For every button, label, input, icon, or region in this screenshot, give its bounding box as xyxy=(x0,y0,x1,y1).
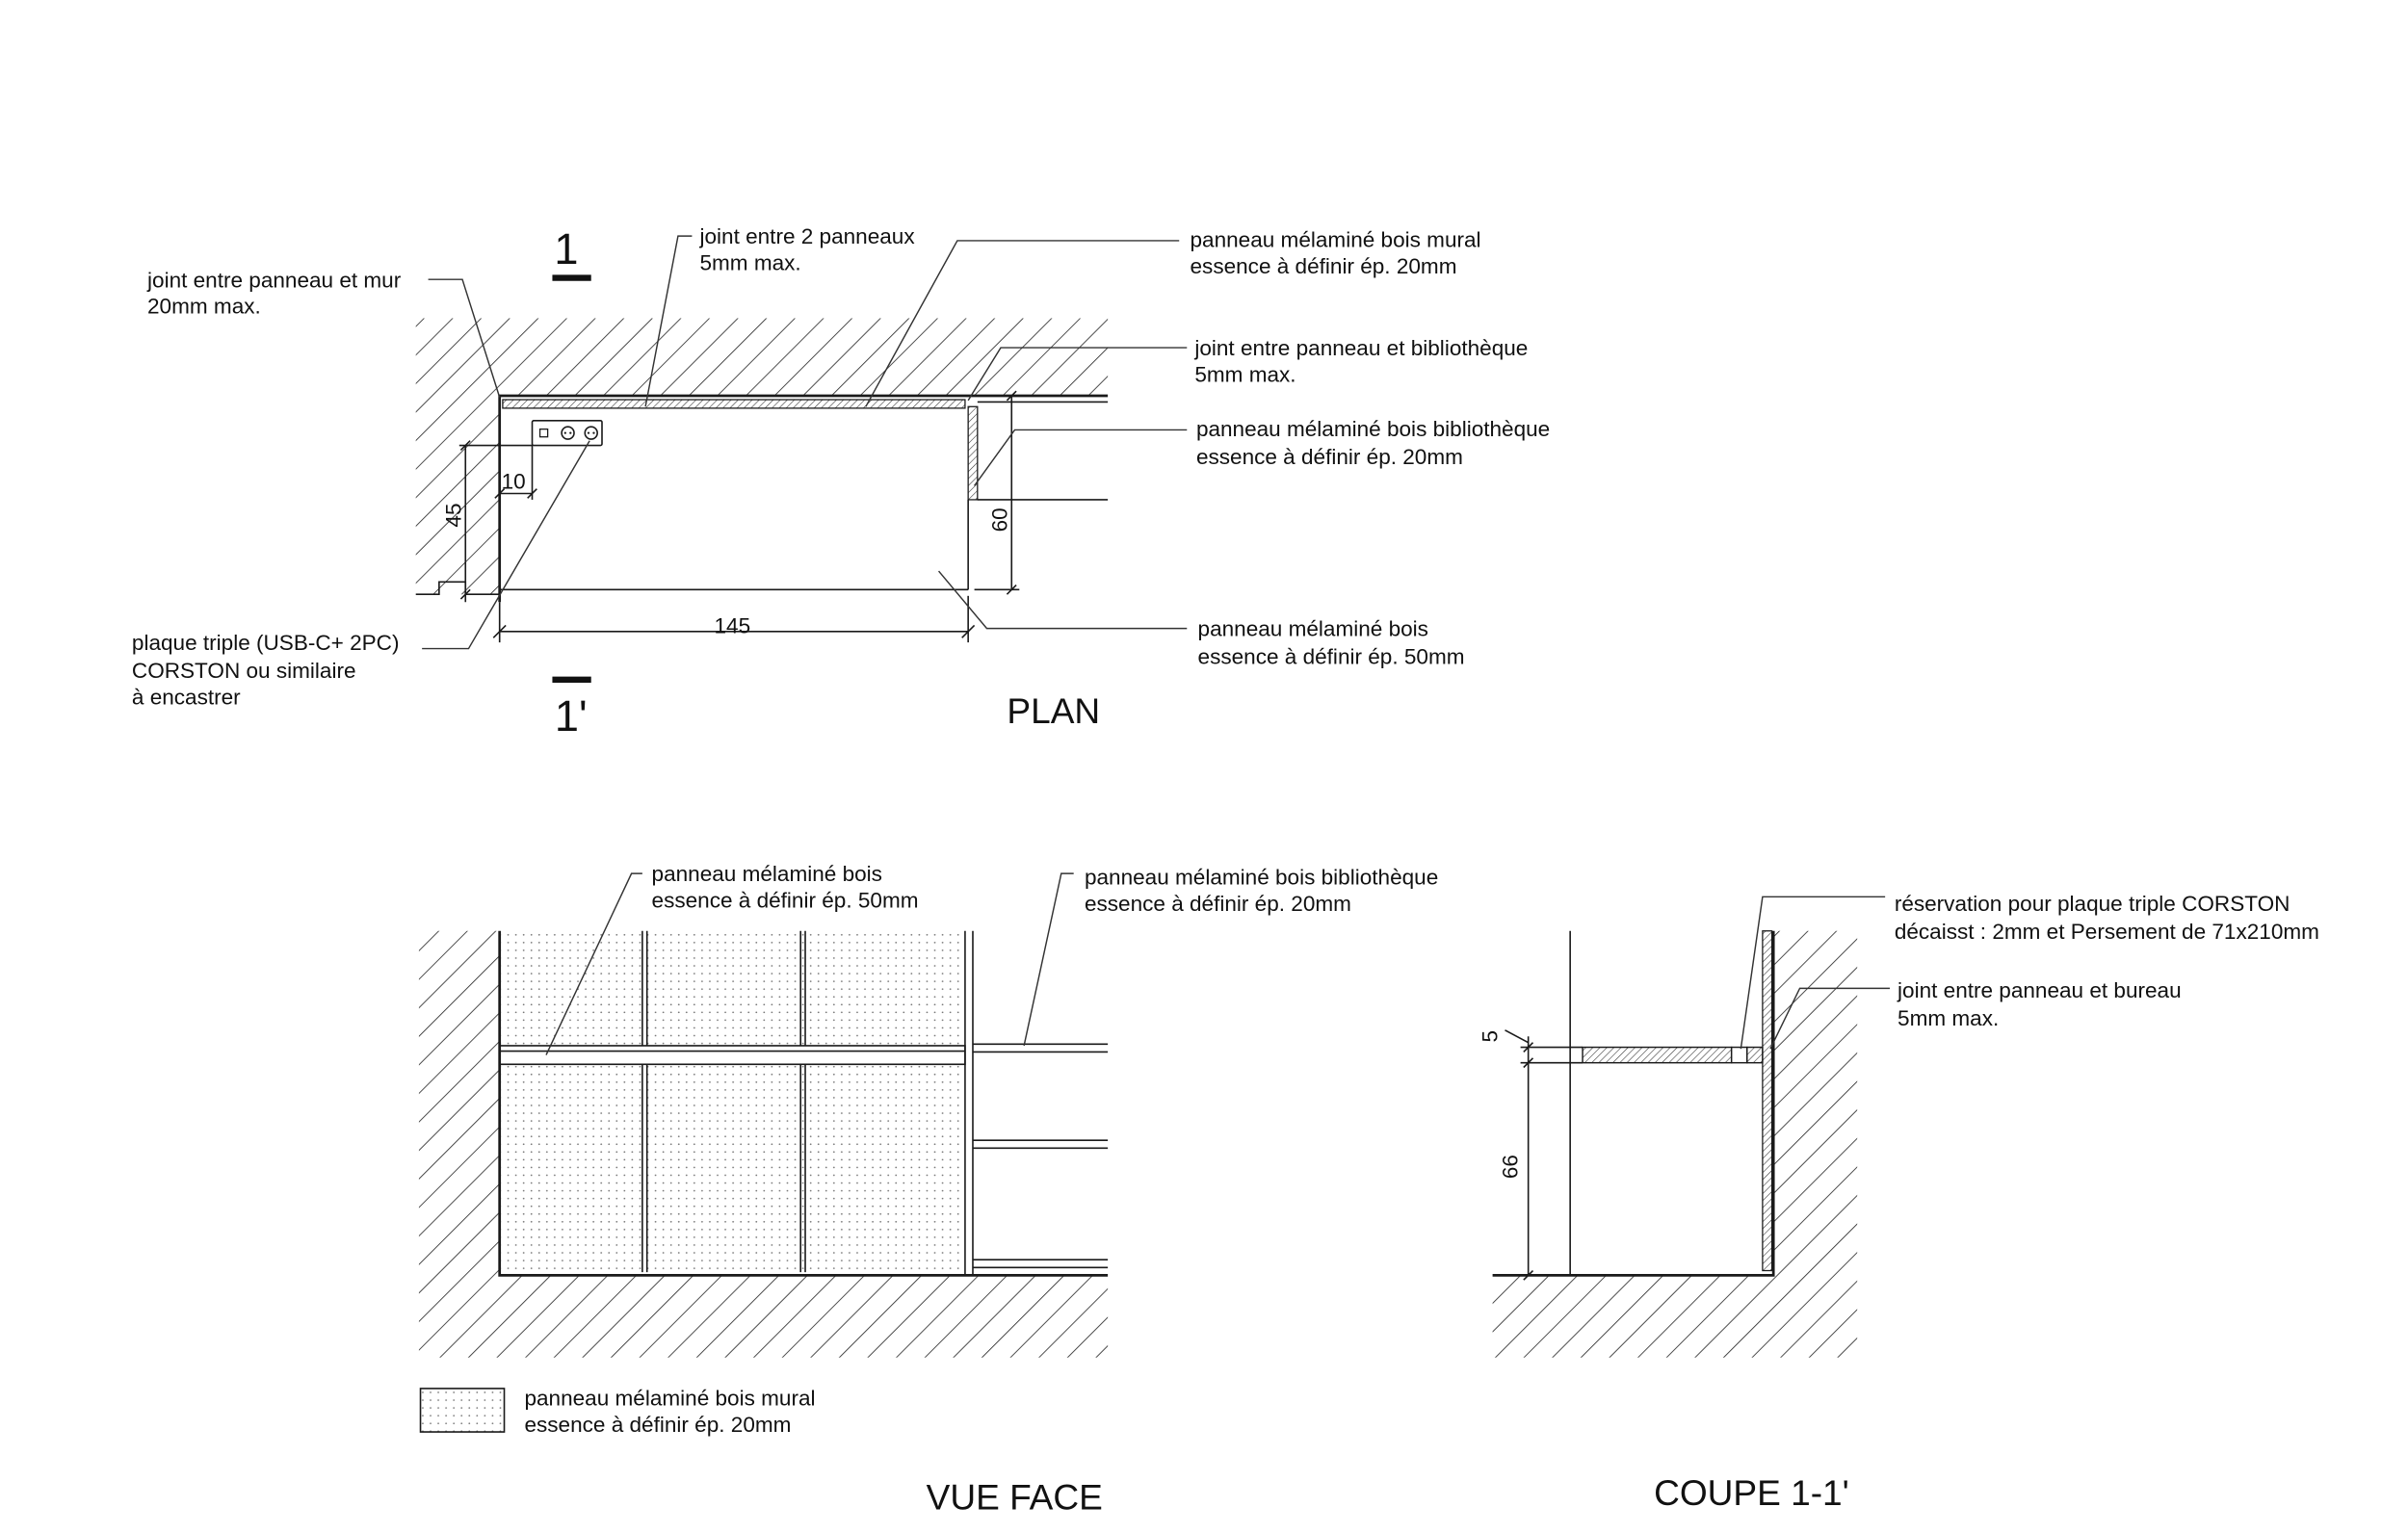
annotation-line: réservation pour plaque triple CORSTON xyxy=(1895,892,2290,916)
annotation-line: panneau mélaminé bois xyxy=(652,862,882,886)
plan-view: 10 45 145 60 1 xyxy=(132,224,1550,741)
annotation-line: panneau mélaminé bois bibliothèque xyxy=(1196,417,1550,441)
annotation-line: 5mm max. xyxy=(699,251,800,275)
dim-label: 5 xyxy=(1478,1030,1502,1043)
annotation-line: CORSTON ou similaire xyxy=(132,659,356,683)
power-socket-icon xyxy=(561,426,575,440)
view-title-coupe: COUPE 1-1' xyxy=(1654,1472,1849,1513)
front-bibliotheque-shelves xyxy=(972,1043,1109,1269)
annotation-plaque-triple: plaque triple (USB-C+ 2PC) CORSTON ou si… xyxy=(132,440,590,710)
section-dim-desk-thickness: 5 xyxy=(1478,1029,1584,1064)
view-title-plan: PLAN xyxy=(1007,690,1100,731)
annotation-line: à encastrer xyxy=(132,686,241,710)
section-wall-face xyxy=(1492,930,1775,1277)
dim-label: 60 xyxy=(987,507,1011,532)
annotation-line: essence à définir ép. 50mm xyxy=(652,889,919,913)
annotation-joint-bureau: joint entre panneau et bureau 5mm max. xyxy=(1769,978,2182,1050)
section-view: 5 66 réservation pour plaque triple CORS… xyxy=(1478,892,2318,1513)
front-panel-joints xyxy=(641,930,974,1276)
dim-label: 45 xyxy=(441,503,465,527)
plan-dim-desk-depth: 60 xyxy=(974,390,1020,595)
annotation-line: joint entre panneau et bibliothèque xyxy=(1193,336,1528,360)
annotation-line: décaisst : 2mm et Persement de 71x210mm xyxy=(1895,920,2319,944)
section-marker-label: 1' xyxy=(555,691,588,741)
annotation-joint-mur: joint entre panneau et mur 20mm max. xyxy=(146,268,501,398)
annotation-line: 5mm max. xyxy=(1194,363,1296,387)
section-desk-panel-end xyxy=(1746,1046,1764,1064)
annotation-panneau-bibliotheque: panneau mélaminé bois bibliothèque essen… xyxy=(974,417,1550,486)
plaque-outline xyxy=(531,419,603,447)
annotation-panneau-mural: panneau mélaminé bois mural essence à dé… xyxy=(865,227,1481,407)
plan-plaque-triple xyxy=(531,419,603,447)
front-view: panneau mélaminé bois essence à définir … xyxy=(418,862,1438,1518)
legend-swatch xyxy=(419,1388,506,1433)
annotation-joint-bibliotheque: joint entre panneau et bibliothèque 5mm … xyxy=(967,336,1528,402)
power-socket-icon xyxy=(584,426,598,440)
front-panneau-mural-upper xyxy=(501,930,965,1046)
annotation-line: 5mm max. xyxy=(1898,1006,1999,1030)
dim-label: 145 xyxy=(714,613,750,637)
view-title-vue-face: VUE FACE xyxy=(927,1477,1103,1518)
section-wall-floor-hatch xyxy=(1492,930,1858,1358)
section-marker-label: 1 xyxy=(554,224,578,273)
annotation-line: panneau mélaminé bois bibliothèque xyxy=(1085,865,1438,889)
annotation-front-panneau-bibliotheque: panneau mélaminé bois bibliothèque essen… xyxy=(1023,865,1438,1047)
plan-dim-desk-length: 145 xyxy=(492,595,976,643)
annotation-line: panneau mélaminé bois mural xyxy=(1191,227,1481,251)
annotation-line: panneau mélaminé bois xyxy=(1198,617,1428,641)
annotation-line: essence à définir ép. 20mm xyxy=(1196,445,1463,469)
annotation-line: plaque triple (USB-C+ 2PC) xyxy=(132,631,400,655)
legend-label: panneau mélaminé bois mural xyxy=(524,1387,815,1411)
section-marker-bottom: 1' xyxy=(552,676,591,741)
section-plaque-reservation xyxy=(1730,1046,1748,1064)
front-desk-edge xyxy=(498,1045,966,1066)
plan-wall-base-step xyxy=(415,581,500,596)
annotation-joint-panneaux: joint entre 2 panneaux 5mm max. xyxy=(644,224,915,407)
legend: panneau mélaminé bois mural essence à dé… xyxy=(419,1387,816,1437)
annotation-panneau-bureau: panneau mélaminé bois essence à définir … xyxy=(937,570,1465,669)
section-panneau-mural xyxy=(1762,930,1773,1272)
plan-wall-hatch xyxy=(415,318,1109,595)
annotation-line: joint entre panneau et bureau xyxy=(1897,978,2182,1002)
annotation-line: essence à définir ép. 20mm xyxy=(1191,254,1457,278)
section-desk-panel xyxy=(1582,1046,1733,1064)
section-dim-desk-height: 66 xyxy=(1498,1057,1534,1281)
legend-label: essence à définir ép. 20mm xyxy=(524,1413,791,1437)
plan-panneau-mural xyxy=(502,399,966,409)
section-marker-top: 1 xyxy=(552,224,591,281)
annotation-line: joint entre panneau et mur xyxy=(146,268,402,292)
annotation-line: essence à définir ép. 50mm xyxy=(1198,645,1465,669)
front-panneau-mural-lower xyxy=(501,1064,965,1273)
annotation-front-panneau-bureau: panneau mélaminé bois essence à définir … xyxy=(545,862,919,1055)
plan-panneau-bibliotheque xyxy=(967,405,979,501)
plan-dim-plaque-height: 45 xyxy=(441,440,533,603)
dim-label: 10 xyxy=(502,470,526,494)
usb-c-port-icon xyxy=(538,429,549,438)
annotation-reservation: réservation pour plaque triple CORSTON d… xyxy=(1740,892,2319,1050)
section-desk xyxy=(1582,1046,1764,1064)
front-wall-floor-hatch xyxy=(418,930,1109,1358)
annotation-line: essence à définir ép. 20mm xyxy=(1085,892,1351,916)
annotation-line: joint entre 2 panneaux xyxy=(698,224,915,248)
dim-label: 66 xyxy=(1498,1155,1522,1179)
plan-dim-plaque-offset: 10 xyxy=(494,445,537,500)
annotation-line: 20mm max. xyxy=(147,295,261,319)
